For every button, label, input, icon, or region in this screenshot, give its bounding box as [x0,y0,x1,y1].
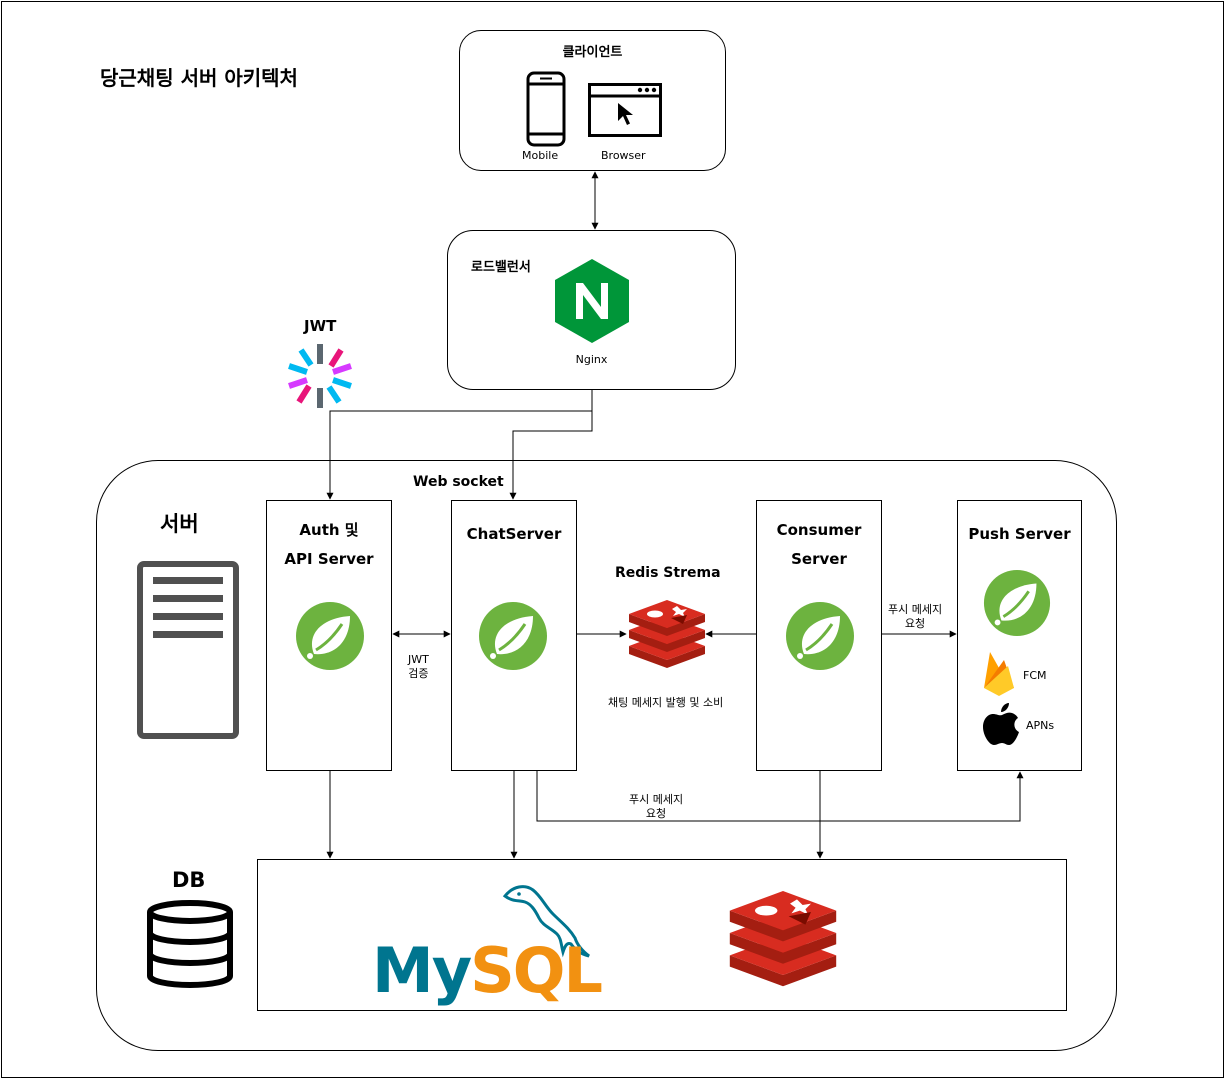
edge-label-push-request-bottom: 푸시 메세지 요청 [629,793,683,821]
database-cylinder-icon [147,900,233,989]
push-server-title: Push Server [968,525,1071,543]
client-title: 클라이언트 [562,45,623,60]
edge-label-push-request-right: 푸시 메세지 요청 [888,603,942,631]
apns-label: APNs [1026,719,1055,732]
redis-stream-caption: 채팅 메세지 발행 및 소비 [608,696,724,709]
edge-label-jwt-verify: JWT 검증 [408,653,429,681]
mobile-phone-icon [526,71,566,147]
edge-label-push-request-bottom-line1: 푸시 메세지 [629,793,684,806]
edge-label-jwt-verify-line2: 검증 [408,667,429,680]
diagram-title: 당근채팅 서버 아키텍처 [100,66,298,90]
apple-logo-icon [983,703,1019,745]
server-group [96,460,1117,1051]
edge-label-push-request-right-line2: 요청 [904,617,926,630]
edge-label-push-request-right-line1: 푸시 메세지 [888,603,943,616]
nginx-logo-icon [555,259,629,343]
consumer-server-title-line2: Server [791,550,847,568]
jwt-label: JWT [304,317,337,335]
fcm-label: FCM [1023,669,1047,682]
db-title: DB [172,868,206,892]
spring-leaf-icon [786,602,854,670]
consumer-server-title-line1: Consumer [776,521,862,539]
edge-loadbalancer-auth [326,390,593,500]
consumer-server-box[interactable]: Consumer Server [756,500,882,771]
client-box[interactable]: 클라이언트 Mobile Browser [459,30,726,171]
spring-leaf-icon [983,569,1051,637]
chat-server-title: ChatServer [466,525,562,543]
redis-stream-title: Redis Strema [615,565,721,581]
auth-api-server-box[interactable]: Auth 및 API Server [266,500,392,771]
nginx-label: Nginx [575,353,608,366]
mysql-wordmark-my: My [372,934,472,1007]
loadbalancer-title: 로드밸런서 [471,260,531,275]
mysql-wordmark-sql: SQL [470,934,603,1007]
edge-label-jwt-verify-line1: JWT [408,653,429,666]
browser-label: Browser [601,149,646,162]
spring-leaf-icon [296,602,364,670]
jwt-logo-icon [288,344,352,408]
server-group-title: 서버 [160,512,199,536]
websocket-label: Web socket [413,474,504,490]
edge-chat-push [536,771,1024,822]
push-server-box[interactable]: Push Server FCM APNs [957,500,1082,771]
redis-logo-icon [629,600,705,668]
edge-label-push-request-bottom-line2: 요청 [645,807,667,820]
firebase-icon [984,652,1014,696]
server-rack-icon [137,561,239,739]
browser-window-icon [588,83,662,137]
mysql-wordmark: MySQL [372,940,603,1002]
spring-leaf-icon [479,602,547,670]
db-box[interactable]: MySQL [257,859,1067,1011]
edge-loadbalancer-chat [509,390,593,500]
mobile-label: Mobile [522,149,559,162]
mysql-dolphin-icon [502,885,590,958]
chat-server-box[interactable]: ChatServer [451,500,577,771]
redis-logo-icon [729,891,837,987]
loadbalancer-box[interactable]: 로드밸런서 Nginx [447,230,736,390]
auth-server-title-line2: API Server [284,550,374,568]
auth-server-title-line1: Auth 및 [299,521,359,539]
